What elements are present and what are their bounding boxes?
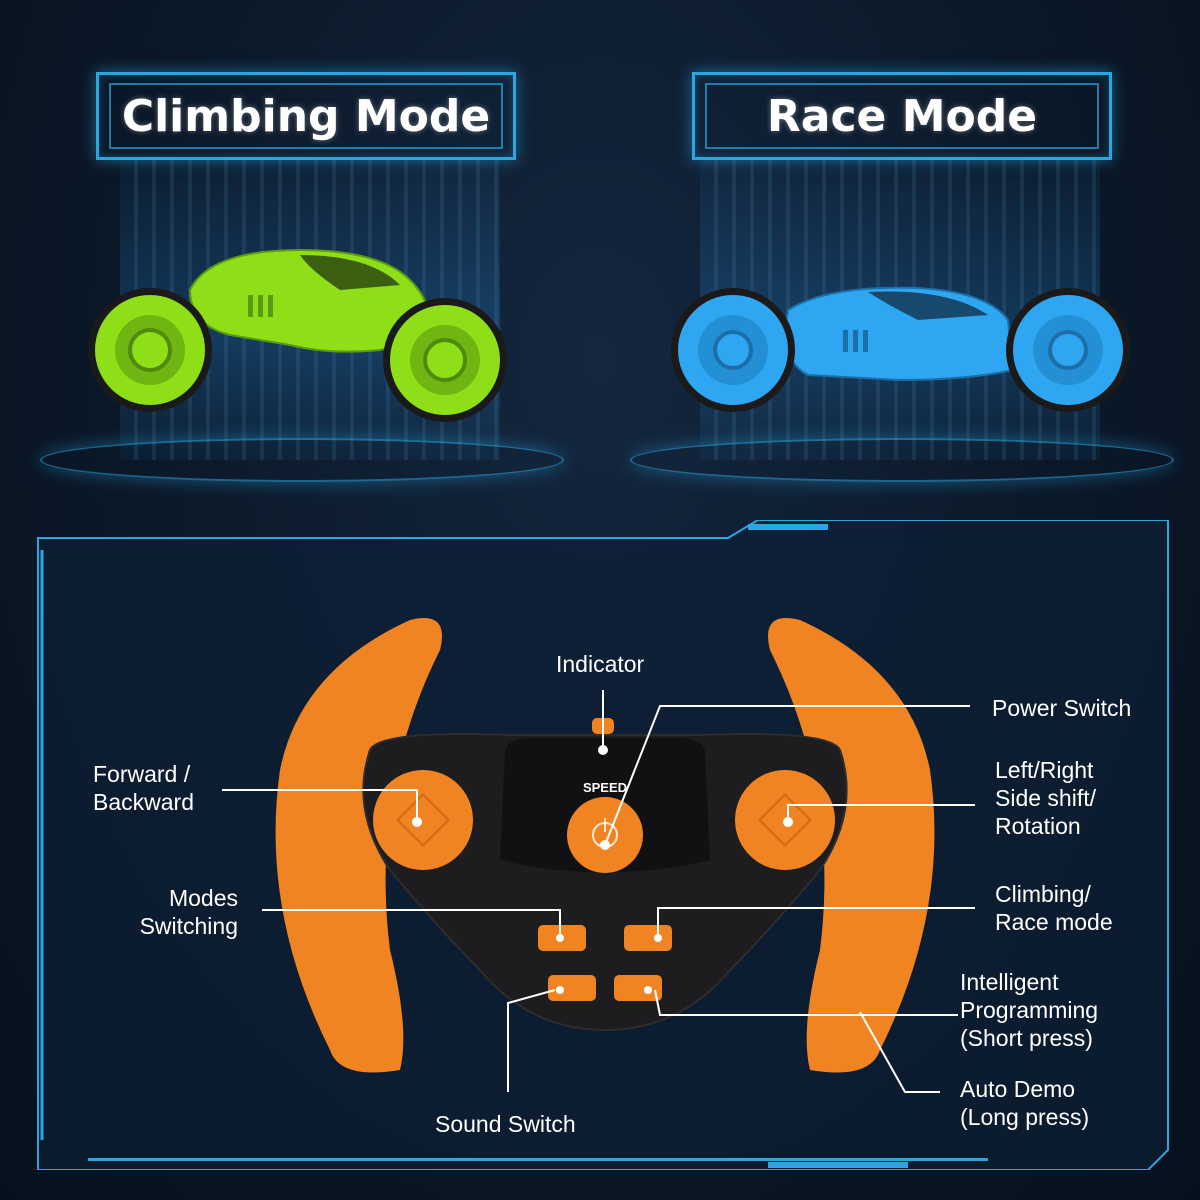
- label-intelligent-programming: Intelligent Programming (Short press): [960, 968, 1098, 1052]
- power-button: [567, 797, 643, 873]
- climbing-car-right-wheel: [383, 298, 507, 422]
- climbing-mode-banner-inner: Climbing Mode: [109, 83, 503, 149]
- climbing-platform: [40, 438, 564, 482]
- label-ip-line1: Intelligent: [960, 969, 1059, 995]
- label-ip-line3: (Short press): [960, 1025, 1093, 1051]
- climbing-car-left-wheel: [88, 288, 212, 412]
- label-ip-line2: Programming: [960, 997, 1099, 1023]
- label-sound-switch: Sound Switch: [435, 1110, 576, 1138]
- race-car-right-wheel: [1006, 288, 1130, 412]
- label-auto-demo: Auto Demo (Long press): [960, 1075, 1089, 1131]
- climbing-car-window: [300, 255, 400, 290]
- remote-controller: SPEED: [275, 618, 935, 1073]
- climbing-car-image: [88, 248, 507, 422]
- label-sound-switch-text: Sound Switch: [435, 1111, 576, 1137]
- left-joystick: [373, 770, 473, 870]
- label-leftright-line1: Left/Right: [995, 757, 1094, 783]
- left-handle: [275, 618, 442, 1073]
- right-handle: [768, 618, 935, 1073]
- race-car-image: [671, 286, 1130, 412]
- label-forward-line1: Forward /: [93, 761, 191, 787]
- label-forward-line2: Backward: [93, 789, 194, 815]
- speed-text: SPEED: [583, 780, 627, 795]
- label-forward-backward: Forward / Backward: [93, 760, 194, 816]
- label-indicator: Indicator: [556, 650, 644, 678]
- race-platform: [630, 438, 1174, 482]
- label-indicator-text: Indicator: [556, 651, 645, 677]
- climbing-race-button: [624, 925, 672, 951]
- race-car-left-wheel: [671, 288, 795, 412]
- race-car-window: [868, 291, 988, 320]
- climbing-mode-title: Climbing Mode: [121, 90, 491, 142]
- race-mode-title: Race Mode: [766, 90, 1038, 142]
- label-climbing-race: Climbing/ Race mode: [995, 880, 1113, 936]
- label-climbrace-line2: Race mode: [995, 909, 1113, 935]
- label-modes-line2: Switching: [139, 913, 238, 939]
- label-autodemo-line1: Auto Demo: [960, 1076, 1076, 1102]
- race-mode-banner-inner: Race Mode: [705, 83, 1099, 149]
- label-autodemo-line2: (Long press): [960, 1104, 1090, 1130]
- label-modes-switching: Modes Switching: [128, 884, 238, 940]
- race-mode-banner: Race Mode: [692, 72, 1112, 160]
- label-power-switch: Power Switch: [992, 694, 1131, 722]
- label-modes-line1: Modes: [168, 885, 238, 911]
- climbing-mode-banner: Climbing Mode: [96, 72, 516, 160]
- label-leftright-line3: Rotation: [995, 813, 1081, 839]
- sound-switch-button: [548, 975, 596, 1001]
- label-power-switch-text: Power Switch: [992, 695, 1132, 721]
- label-climbrace-line1: Climbing/: [995, 881, 1091, 907]
- controller-body: [362, 733, 848, 1032]
- programming-button: [614, 975, 662, 1001]
- label-left-right: Left/Right Side shift/ Rotation: [995, 756, 1096, 840]
- label-leftright-line2: Side shift/: [995, 785, 1096, 811]
